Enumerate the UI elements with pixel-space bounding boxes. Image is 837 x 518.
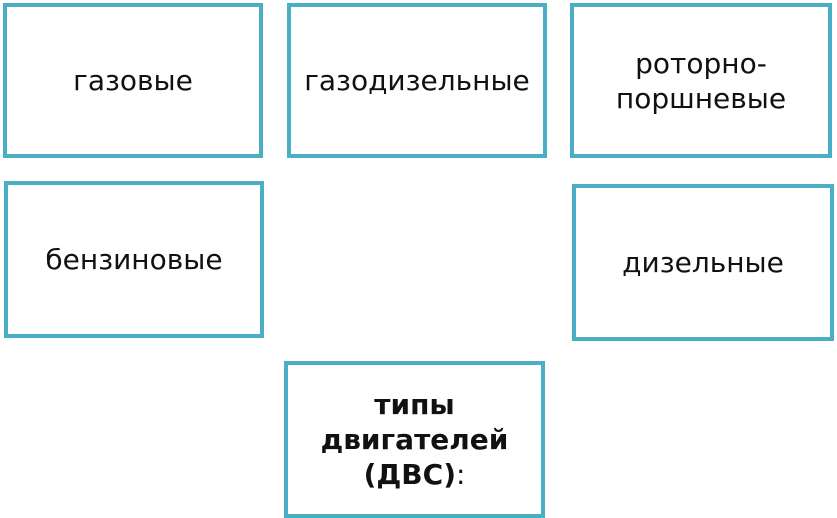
box-diesel: дизельные xyxy=(572,184,834,341)
box-gas-diesel-label: газодизельные xyxy=(304,64,530,97)
box-rotary-piston: роторно- поршневые xyxy=(570,3,832,158)
engine-types-colon: : xyxy=(455,458,466,491)
engine-types-line3-wrap: (ДВС): xyxy=(364,457,466,492)
engine-types-line2: двигателей xyxy=(320,423,509,456)
engine-types-line1: типы xyxy=(374,388,455,421)
box-gasoline: бензиновые xyxy=(4,181,264,338)
box-gas: газовые xyxy=(3,3,263,158)
box-engine-types: типы двигателей (ДВС): xyxy=(284,361,545,518)
box-gas-diesel: газодизельные xyxy=(287,3,547,158)
box-diesel-label: дизельные xyxy=(622,246,784,279)
engine-types-line3: (ДВС) xyxy=(363,458,456,491)
box-rotary-piston-label-line1: роторно- xyxy=(635,46,767,80)
box-gas-label: газовые xyxy=(73,64,193,97)
box-gasoline-label: бензиновые xyxy=(45,243,223,276)
box-rotary-piston-label-line2: поршневые xyxy=(615,81,787,115)
